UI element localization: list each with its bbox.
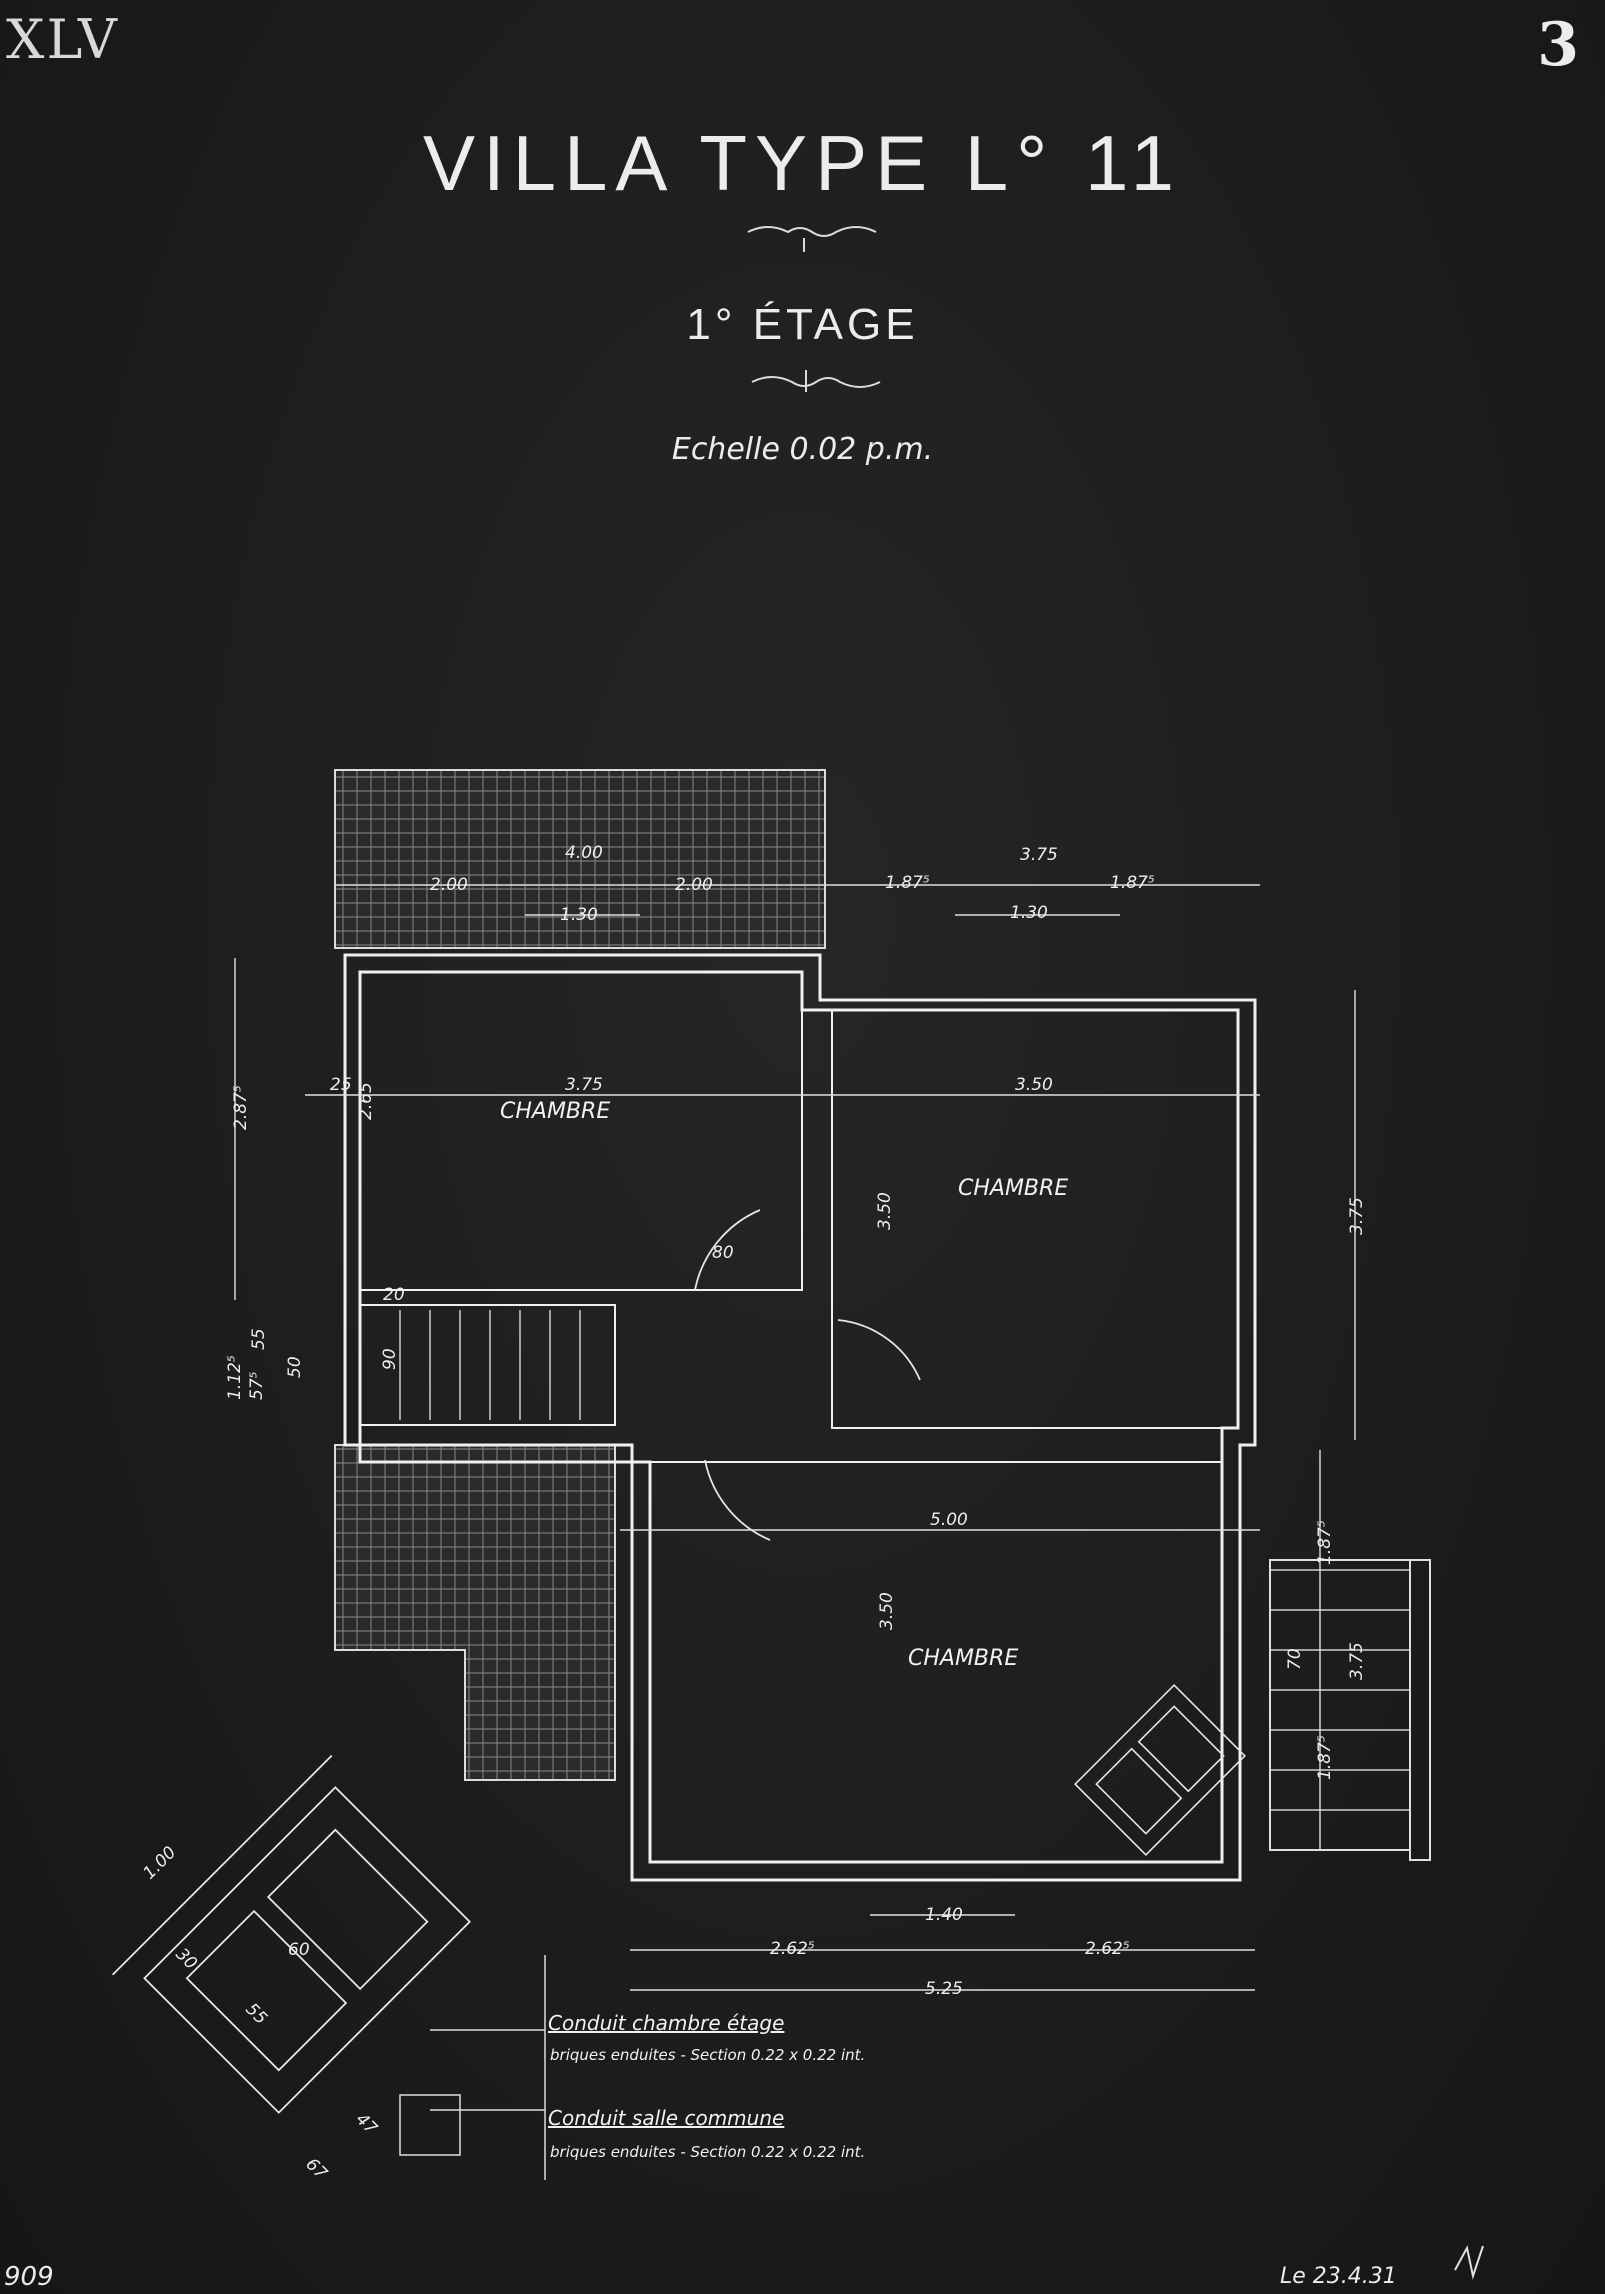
room-label-bedroom-1: CHAMBRE: [500, 1099, 610, 1124]
chimney-plan-detail: [1074, 1684, 1246, 1856]
staircase: [399, 1310, 1431, 1861]
dim-right-70: 70: [1285, 1648, 1305, 1670]
scale-note: Echelle 0.02 p.m.: [671, 432, 934, 467]
dim-right-lower-a: 1.87⁵: [1315, 1520, 1335, 1565]
dim-terrace-left: 2.00: [430, 875, 468, 895]
signature-mark: [1454, 2245, 1484, 2280]
dim-left-stair-b: 57⁵: [247, 1371, 267, 1400]
dim-detail-47: 47: [351, 2109, 381, 2139]
drawing-title: VILLA TYPE L° 11: [422, 119, 1183, 207]
dim-detail-60: 60: [288, 1940, 310, 1960]
dim-left-stair-d: 50: [285, 1356, 305, 1378]
dim-right-lower-c: 1.87⁵: [1315, 1735, 1335, 1780]
chimney-detail: [111, 1754, 471, 2114]
dim-left-stair-a: 1.12⁵: [225, 1355, 245, 1400]
note-1-title: Conduit chambre étage: [548, 2011, 784, 2035]
room-label-bedroom-2: CHAMBRE: [958, 1176, 1068, 1201]
dim-right-lower-b: 3.75: [1347, 1642, 1367, 1680]
terrace-left: [334, 1444, 616, 1781]
drawing-subtitle: 1° ÉTAGE: [686, 300, 919, 349]
dim-wall-25: 25: [330, 1075, 352, 1095]
dim-terrace-total: 4.00: [565, 843, 603, 863]
dimension-lines: [234, 884, 1356, 1991]
dim-right-outer: 3.75: [1347, 1197, 1367, 1235]
note-2-text: briques enduites - Section 0.22 x 0.22 i…: [550, 2143, 865, 2161]
dim-stair-90: 90: [380, 1348, 400, 1370]
note-leaders: [399, 1955, 546, 2180]
dim-right-right: 1.87⁵: [1110, 873, 1155, 893]
note-2-title: Conduit salle commune: [548, 2106, 784, 2130]
door-swings: [694, 1209, 921, 1541]
dim-room3-depth: 3.50: [877, 1592, 897, 1630]
plate-roman-numeral: XLV: [6, 8, 119, 71]
note-1-text: briques enduites - Section 0.22 x 0.22 i…: [550, 2046, 865, 2064]
dim-bottom-left: 2.62⁵: [770, 1939, 815, 1959]
dim-terrace-right: 2.00: [675, 875, 713, 895]
walls: [343, 953, 1257, 1882]
dim-bottom-right: 2.62⁵: [1085, 1939, 1130, 1959]
dim-detail-55: 55: [241, 1999, 270, 2028]
dim-wall-20: 20: [383, 1285, 405, 1305]
drawing-date: Le 23.4.31: [1280, 2264, 1397, 2289]
dim-room3-width: 5.00: [930, 1510, 968, 1530]
dim-right-left: 1.87⁵: [885, 873, 930, 893]
dim-window-right: 1.30: [1010, 903, 1048, 923]
dim-bottom-total: 5.25: [925, 1979, 963, 1999]
dim-room1-depth: 2.65: [356, 1082, 376, 1120]
dim-window-left: 1.30: [560, 905, 598, 925]
dim-room1-width: 3.75: [565, 1075, 603, 1095]
plate-number: 3: [1537, 10, 1579, 80]
terrace-top: [334, 769, 826, 949]
dim-room2-width: 3.50: [1015, 1075, 1053, 1095]
sheet-id: 909: [4, 2262, 54, 2292]
dim-bottom-window: 1.40: [925, 1905, 963, 1925]
dim-left-stair-c: 55: [249, 1328, 269, 1350]
title-ornament: [747, 226, 877, 252]
subtitle-ornament: [751, 370, 881, 392]
dim-right-total: 3.75: [1020, 845, 1058, 865]
dim-door-80: 80: [712, 1243, 734, 1263]
dim-detail-67: 67: [301, 2154, 331, 2184]
dim-left-outer: 2.87⁵: [231, 1085, 251, 1130]
dim-detail-100: 1.00: [139, 1843, 180, 1884]
dim-room2-depth: 3.50: [875, 1192, 895, 1230]
room-label-bedroom-3: CHAMBRE: [908, 1646, 1018, 1671]
